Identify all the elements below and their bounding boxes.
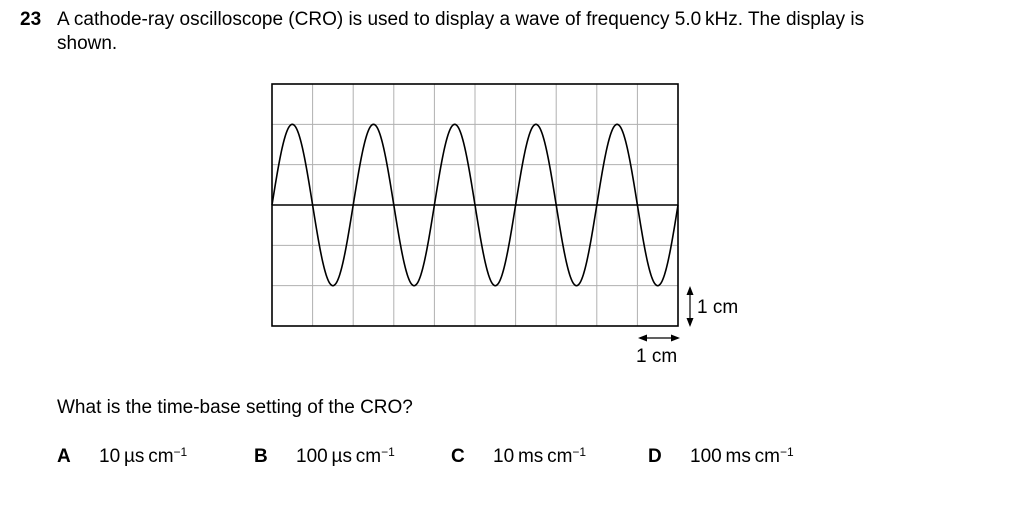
question-stem-line-2: shown. — [57, 33, 118, 54]
option-a-letter: A — [57, 446, 71, 467]
option-d-text[interactable]: 100 ms cm−1 — [690, 445, 794, 467]
option-b-text[interactable]: 100 µs cm−1 — [296, 445, 395, 467]
question-number: 23 — [20, 9, 42, 30]
question-stem-line-1: A cathode-ray oscilloscope (CRO) is used… — [57, 9, 865, 30]
vertical-scale-marker: 1 cm — [686, 286, 738, 327]
horizontal-scale-label: 1 cm — [636, 346, 677, 367]
horizontal-scale-marker: 1 cm — [636, 334, 680, 367]
option-c-letter: C — [451, 446, 465, 467]
question-prompt: What is the time-base setting of the CRO… — [57, 397, 413, 418]
vertical-scale-label: 1 cm — [697, 297, 738, 318]
cro-waveform-trace — [271, 123, 679, 287]
option-b-letter: B — [254, 446, 268, 467]
option-d-letter: D — [648, 446, 662, 467]
question-stem: A cathode-ray oscilloscope (CRO) is used… — [57, 8, 1007, 56]
option-a-text[interactable]: 10 µs cm−1 — [99, 445, 188, 467]
option-c-text[interactable]: 10 ms cm−1 — [493, 445, 587, 467]
